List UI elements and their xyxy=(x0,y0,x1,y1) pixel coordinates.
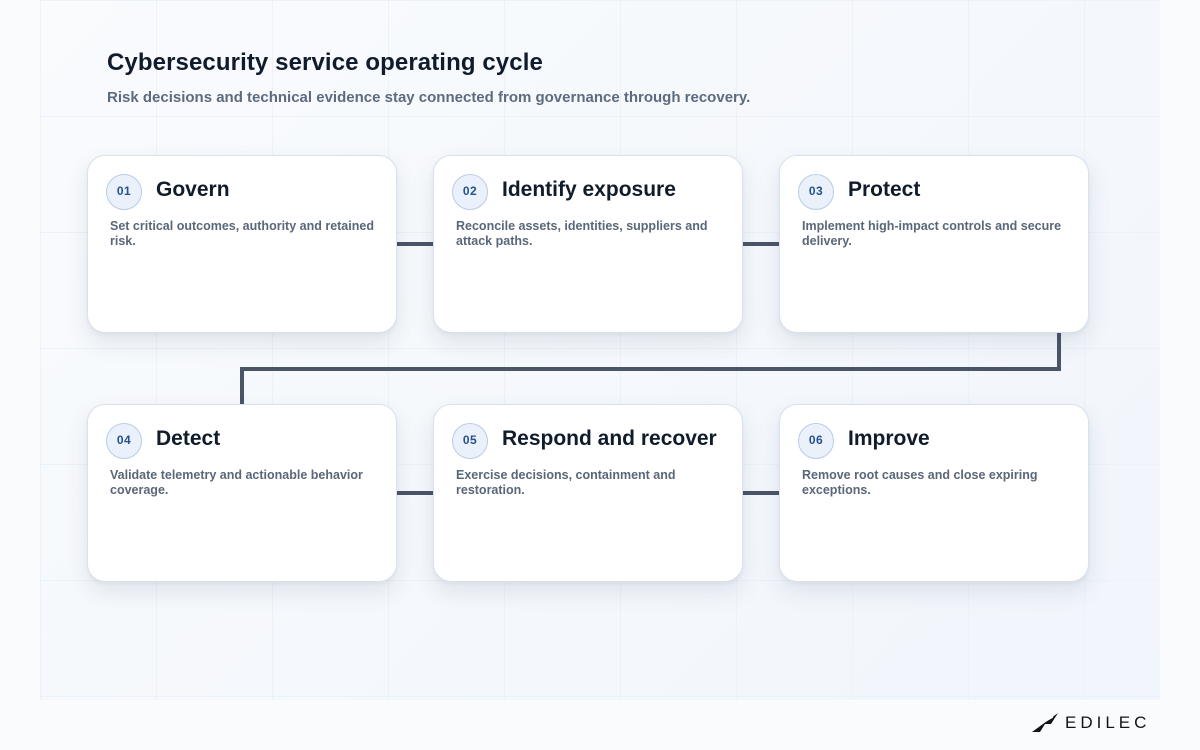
wing-logo-icon xyxy=(1032,713,1058,732)
step-description: Remove root causes and close expiring ex… xyxy=(802,468,1038,497)
step-number-badge: 04 xyxy=(106,423,142,459)
step-number-badge: 06 xyxy=(798,423,834,459)
step-number-badge: 03 xyxy=(798,174,834,210)
connector-03-04 xyxy=(240,333,1061,405)
step-card-govern: 01 Govern Set critical outcomes, authori… xyxy=(87,155,397,333)
step-title: Respond and recover xyxy=(502,427,717,450)
step-title: Identify exposure xyxy=(502,178,676,201)
step-card-improve: 06 Improve Remove root causes and close … xyxy=(779,404,1089,582)
step-title: Improve xyxy=(848,427,930,450)
step-card-respond-and-recover: 05 Respond and recover Exercise decision… xyxy=(433,404,743,582)
step-card-protect: 03 Protect Implement high-impact control… xyxy=(779,155,1089,333)
brand-logo: EDILEC xyxy=(1031,710,1150,736)
step-card-identify-exposure: 02 Identify exposure Reconcile assets, i… xyxy=(433,155,743,333)
step-number-badge: 05 xyxy=(452,423,488,459)
step-title: Detect xyxy=(156,427,221,450)
step-description: Validate telemetry and actionable behavi… xyxy=(110,468,363,497)
page-title: Cybersecurity service operating cycle xyxy=(107,49,543,76)
step-title: Govern xyxy=(156,178,230,201)
brand-name: EDILEC xyxy=(1065,713,1151,732)
step-description: Reconcile assets, identities, suppliers … xyxy=(456,219,708,248)
step-number-badge: 02 xyxy=(452,174,488,210)
page-subtitle: Risk decisions and technical evidence st… xyxy=(107,89,751,106)
step-description: Set critical outcomes, authority and ret… xyxy=(110,219,374,248)
diagram-panel xyxy=(40,0,1160,700)
step-number-badge: 01 xyxy=(106,174,142,210)
step-description: Exercise decisions, containment and rest… xyxy=(456,468,676,497)
step-card-detect: 04 Detect Validate telemetry and actiona… xyxy=(87,404,397,582)
step-description: Implement high-impact controls and secur… xyxy=(802,219,1062,248)
step-title: Protect xyxy=(848,178,921,201)
